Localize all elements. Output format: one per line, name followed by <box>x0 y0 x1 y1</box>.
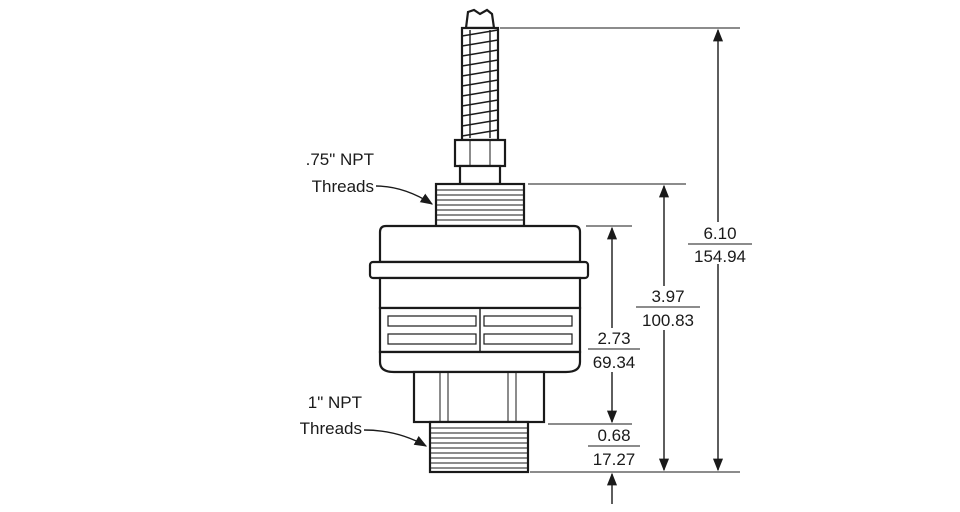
dimension-to-top-thread: 3.97 100.83 <box>634 286 702 330</box>
callout-top-line2: Threads <box>312 177 374 196</box>
bottom-thread-lines <box>430 427 528 469</box>
callout-bottom-leader <box>363 429 428 447</box>
callout-bottom-line1: 1" NPT <box>308 393 362 412</box>
top-thread-lines <box>436 189 524 221</box>
dim-bottom-thread-mm: 17.27 <box>593 450 636 469</box>
callout-top-leader <box>375 185 434 205</box>
callout-bottom-threads: 1" NPT Threads <box>300 393 428 447</box>
dim-body-mm: 69.34 <box>593 353 636 372</box>
dim-overall-inch: 6.10 <box>703 224 736 243</box>
housing-lower <box>378 350 582 374</box>
sensor-illustration <box>368 8 590 474</box>
dim-top-thread-inch: 3.97 <box>651 287 684 306</box>
housing-body <box>378 276 582 310</box>
dim-overall-mm: 154.94 <box>694 247 746 266</box>
vent-slots <box>387 315 573 345</box>
dim-top-thread-mm: 100.83 <box>642 311 694 330</box>
dim-body-inch: 2.73 <box>597 329 630 348</box>
callout-top-threads: .75" NPT Threads <box>306 150 434 205</box>
dimension-bottom-thread: 0.68 17.27 <box>588 426 640 469</box>
gland-neck <box>458 164 502 186</box>
callout-bottom-line2: Threads <box>300 419 362 438</box>
dimension-body: 2.73 69.34 <box>586 328 642 372</box>
dimension-overall: 6.10 154.94 <box>686 222 754 266</box>
housing-flange <box>368 260 590 280</box>
callout-top-line1: .75" NPT <box>306 150 374 169</box>
housing-top <box>378 224 582 264</box>
lower-hex <box>412 370 546 424</box>
cable-gland-nut <box>453 138 507 168</box>
spring-coils <box>461 29 499 138</box>
bottom-thread <box>428 420 530 474</box>
cable-tip <box>464 8 496 30</box>
extension-lines <box>500 27 740 473</box>
dim-bottom-thread-inch: 0.68 <box>597 426 630 445</box>
